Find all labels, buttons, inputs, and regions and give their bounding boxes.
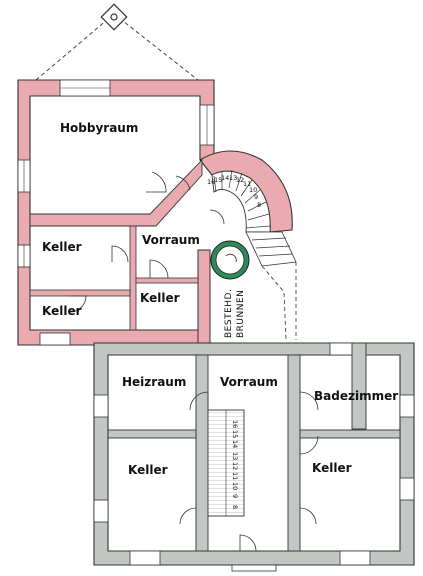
- lower-doors: [179, 391, 319, 552]
- stair-number: 10: [231, 482, 239, 490]
- upper-doors: [69, 171, 225, 313]
- lower-windows: [93, 342, 415, 566]
- stair-number: 12: [236, 176, 244, 184]
- stair-number: 14: [221, 174, 229, 182]
- chimney-icon: [100, 3, 128, 31]
- stair-number: 9: [231, 494, 239, 498]
- room-label-badezimmer: Badezimmer: [314, 389, 398, 403]
- roof-outline: [35, 13, 199, 81]
- stair-number: 15: [231, 430, 239, 438]
- lower-stair: [207, 409, 245, 517]
- room-label-vorraum: Vorraum: [220, 375, 278, 389]
- room-label-keller: Keller: [312, 461, 352, 475]
- stair-number: 11: [243, 180, 251, 188]
- stair-number: 8: [257, 201, 261, 209]
- room-label-keller: Keller: [140, 291, 180, 305]
- room-label-keller: Keller: [42, 240, 82, 254]
- lower-interior-walls: [107, 354, 401, 552]
- stair-number: 10: [249, 186, 257, 194]
- lower-outer-walls: [93, 342, 415, 566]
- stair-number: 16: [231, 420, 239, 428]
- well-label-line2: BRUNNEN: [236, 290, 246, 338]
- entrance-step: [231, 564, 277, 572]
- stair-number: 12: [231, 462, 239, 470]
- room-label-heizraum: Heizraum: [122, 375, 186, 389]
- stair-number: 16: [207, 178, 215, 186]
- spiral-stair-steps: [213, 169, 271, 229]
- stair-number: 13: [231, 452, 239, 460]
- room-label-vorraum: Vorraum: [142, 233, 200, 247]
- stair-number: 8: [231, 505, 239, 509]
- upper-interior-walls: [29, 158, 203, 331]
- upper-right-wall-lower: [197, 249, 211, 346]
- stair-handrail-dashed: [261, 262, 297, 341]
- stair-number: 9: [254, 193, 258, 201]
- room-label-hobbyraum: Hobbyraum: [60, 121, 138, 135]
- room-label-keller: Keller: [128, 463, 168, 477]
- stair-number: 11: [231, 472, 239, 480]
- well-label-line1: BESTEHD.: [224, 289, 234, 338]
- well-icon: [210, 240, 250, 280]
- stair-run: [245, 231, 297, 267]
- room-label-keller: Keller: [42, 304, 82, 318]
- stair-number: 15: [214, 176, 222, 184]
- upper-floor: 16 15 14 13 12 11 10 9 8: [17, 79, 297, 346]
- stair-number: 14: [231, 440, 239, 448]
- stair-number: 13: [229, 174, 237, 182]
- lower-floor: 16 15 14 13 12 11 10 9 8 Heizraum Vorrau…: [93, 342, 415, 572]
